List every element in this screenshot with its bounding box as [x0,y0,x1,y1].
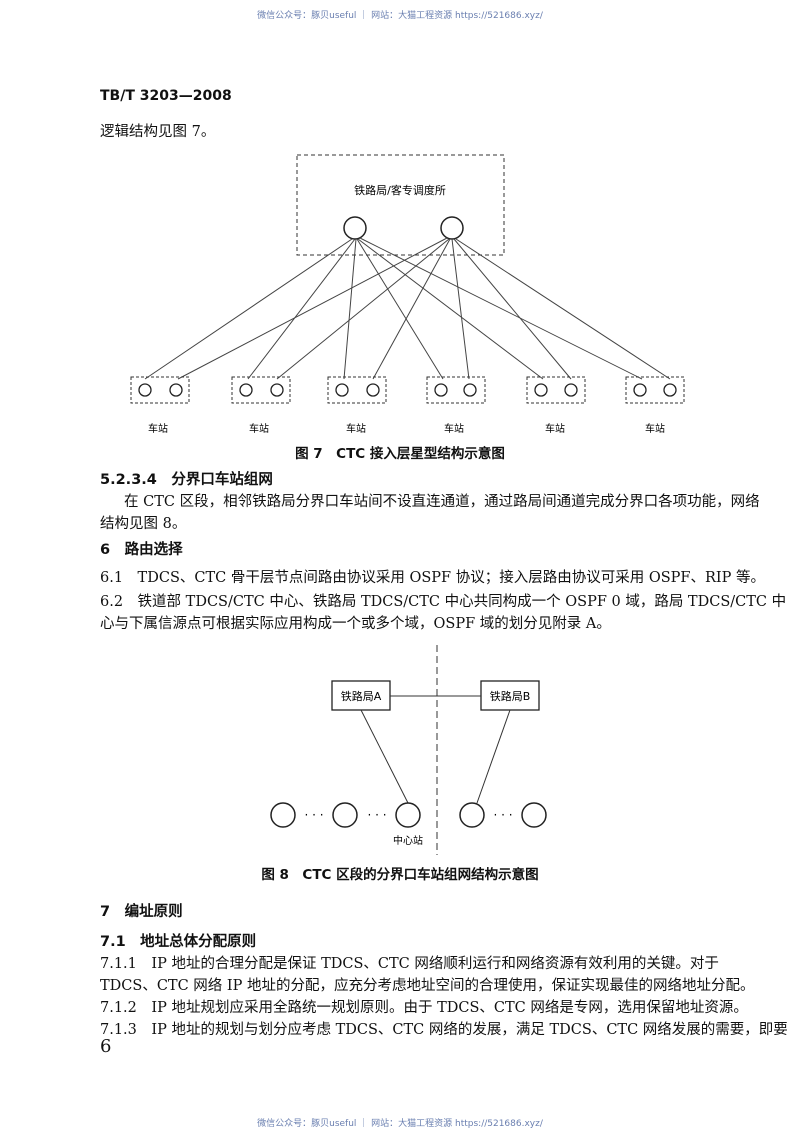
station-label-6: 车站 [645,422,665,435]
station-node-a2 [332,802,358,828]
bureau-b-label: 铁路局B [490,690,531,703]
station-group-3 [327,376,387,404]
station-label-3: 车站 [346,422,366,435]
section-7-1-1-line2: TDCS、CTC 网络 IP 地址的分配，应充分考虑地址空间的合理使用，保证实现… [100,978,755,994]
router-right-node [440,216,464,240]
page-number: 6 [100,1036,112,1057]
bureau-b-link [476,709,511,804]
station-label-1: 车站 [148,422,168,435]
section-7-1-heading: 7.1 地址总体分配原则 [100,934,257,950]
intro-text: 逻辑结构见图 7。 [100,124,216,140]
station-node-a1 [270,802,296,828]
station-node-b1 [459,802,485,828]
section-7-1-3-text: 7.1.3 IP 地址的规划与划分应考虑 TDCS、CTC 网络的发展，满足 T… [100,1022,788,1038]
station-group-5 [526,376,586,404]
station-label-5: 车站 [545,422,565,435]
bureau-a-label: 铁路局A [341,690,382,703]
dispatch-center-box [296,154,505,256]
figure-7-diagram: 铁路局/客专调度所 [130,154,685,435]
section-5-2-3-4-para-line2: 结构见图 8。 [100,516,187,532]
ellipsis-a1: · · · [304,808,323,822]
station-group-2 [231,376,291,404]
figure-8-diagram: 铁路局A 铁路局B · · · · · · 中心站 · · · [270,645,547,855]
ellipsis-b1: · · · [493,808,512,822]
watermark-top: 微信公众号：豚贝useful ｜ 网站：大猫工程资源 https://52168… [257,11,543,21]
station-label-4: 车站 [444,422,464,435]
station-group-1 [130,376,190,404]
watermark-bottom: 微信公众号：豚贝useful ｜ 网站：大猫工程资源 https://52168… [257,1119,543,1129]
center-station-label: 中心站 [393,834,423,847]
section-7-heading: 7 编址原则 [100,904,183,920]
section-6-2-line2: 心与下属信源点可根据实际应用构成一个或多个域，OSPF 域的划分见附录 A。 [100,616,611,632]
section-6-2-line1: 6.2 铁道部 TDCS/CTC 中心、铁路局 TDCS/CTC 中心共同构成一… [100,594,787,610]
dispatch-center-label: 铁路局/客专调度所 [354,183,446,197]
section-7-1-2-text: 7.1.2 IP 地址规划应采用全路统一规划原则。由于 TDCS、CTC 网络是… [100,1000,748,1016]
section-5-2-3-4-heading: 5.2.3.4 分界口车站组网 [100,472,273,488]
ellipsis-a2: · · · [367,808,386,822]
section-6-1-text: 6.1 TDCS、CTC 骨干层节点间路由协议采用 OSPF 协议；接入层路由协… [100,570,765,586]
section-6-heading: 6 路由选择 [100,542,183,558]
star-links [144,237,671,380]
station-group-4 [426,376,486,404]
section-7-1-1-line1: 7.1.1 IP 地址的合理分配是保证 TDCS、CTC 网络顺利运行和网络资源… [100,956,719,972]
router-left-node [343,216,367,240]
figure-8-caption: 图 8 CTC 区段的分界口车站组网结构示意图 [261,867,539,883]
station-node-b2 [521,802,547,828]
bureau-b-box [480,680,540,711]
standard-code: TB/T 3203—2008 [100,88,232,104]
station-label-2: 车站 [249,422,269,435]
bureau-a-link [360,709,409,804]
section-5-2-3-4-para-line1: 在 CTC 区段，相邻铁路局分界口车站间不设直连通道，通过路局间通道完成分界口各… [124,494,760,510]
center-station-node [395,802,421,828]
figure-7-caption: 图 7 CTC 接入层星型结构示意图 [295,446,505,462]
station-group-6 [625,376,685,404]
